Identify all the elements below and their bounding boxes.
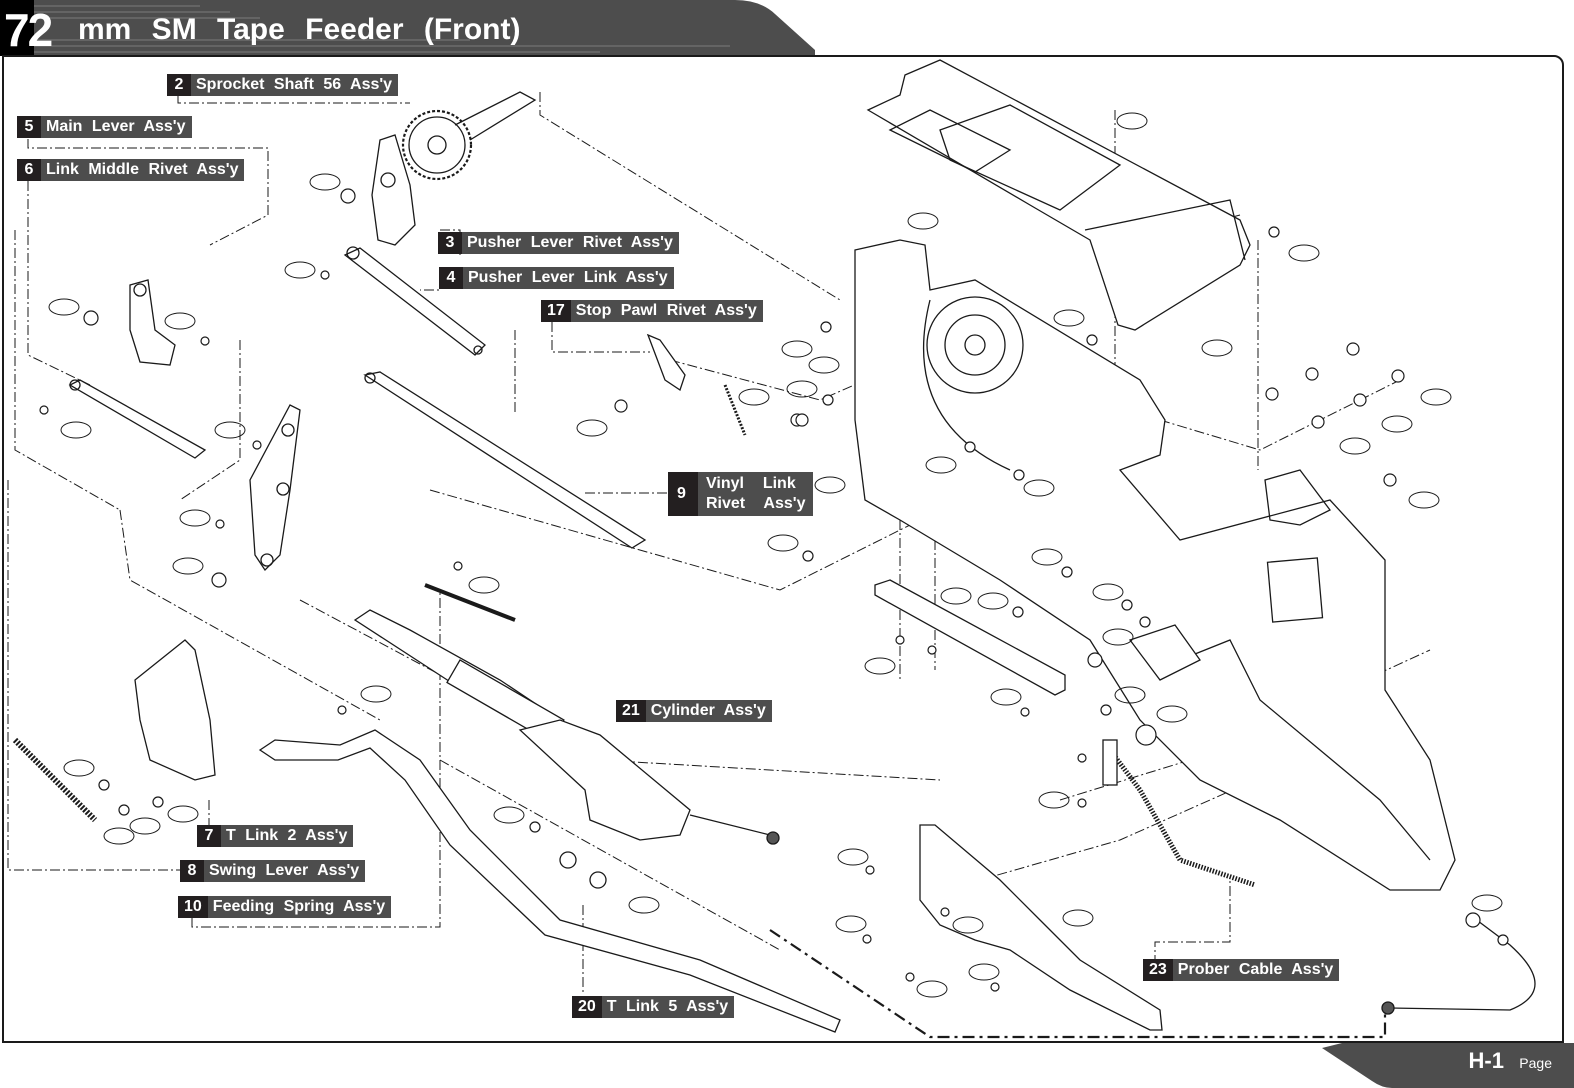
callout-prober-cable-assy[interactable]: 23 Prober Cable Ass'y [1143,959,1340,981]
cylinder-part [353,583,691,841]
prober-cable-part [1108,748,1256,888]
callout-text: Swing Lever Ass'y [204,860,366,882]
callout-text: Pusher Lever Rivet Ass'y [462,232,679,254]
page-number: H-1 [1468,1048,1504,1073]
callout-number: 20 [572,996,602,1018]
callout-text: Main Lever Ass'y [41,116,192,138]
callout-t-link-5-assy[interactable]: 20 T Link 5 Ass'y [572,996,735,1018]
main-lever-part [129,279,176,366]
top-cover-part [866,59,1251,331]
callout-number: 8 [180,860,204,882]
bottom-plate-part [919,824,1163,1031]
callout-number: 4 [439,267,463,289]
main-frame-part [854,239,1456,891]
callout-stop-pawl-rivet-assy[interactable]: 17 Stop Pawl Rivet Ass'y [541,300,763,322]
callout-text: Vinyl Link Rivet Ass'y [698,472,814,516]
callout-number: 2 [167,74,191,96]
callout-pusher-lever-link-assy[interactable]: 4 Pusher Lever Link Ass'y [439,267,674,289]
callout-t-link-2-assy[interactable]: 7 T Link 2 Ass'y [197,825,354,847]
callout-number: 10 [178,896,208,918]
callout-text: T Link 2 Ass'y [221,825,354,847]
callout-sprocket-shaft-56-assy[interactable]: 2 Sprocket Shaft 56 Ass'y [167,74,399,96]
callout-text: Sprocket Shaft 56 Ass'y [191,74,399,96]
t-link-5-part [258,729,841,1033]
pusher-link-part [343,247,486,356]
callout-text: Link Middle Rivet Ass'y [41,159,245,181]
callout-main-lever-assy[interactable]: 5 Main Lever Ass'y [17,116,192,138]
callout-text: Prober Cable Ass'y [1172,959,1340,981]
callout-text: Stop Pawl Rivet Ass'y [570,300,763,322]
callout-text: Feeding Spring Ass'y [207,896,392,918]
header-banner [0,0,815,56]
callout-text: Pusher Lever Link Ass'y [463,267,674,289]
callout-pusher-lever-rivet-assy[interactable]: 3 Pusher Lever Rivet Ass'y [438,232,679,254]
page-title: mm SM Tape Feeder (Front) [78,13,521,46]
callout-number: 17 [541,300,571,322]
callout-feeding-spring-assy[interactable]: 10 Feeding Spring Ass'y [178,896,392,918]
callout-number: 6 [17,159,41,181]
pusher-lever-part [371,134,416,246]
callout-text: Cylinder Ass'y [645,700,772,722]
page-header: 72 mm SM Tape Feeder (Front) [0,0,820,56]
screws [39,188,1509,992]
page-label: Page [1519,1055,1552,1071]
feeder-size-number: 72 [4,4,53,56]
callout-cylinder-assy[interactable]: 21 Cylinder Ass'y [616,700,772,722]
callout-text: T Link 5 Ass'y [601,996,735,1018]
callout-vinyl-link-rivet-assy[interactable]: 9 Vinyl Link Rivet Ass'y [668,472,814,516]
callout-number: 3 [438,232,462,254]
callout-number: 7 [197,825,221,847]
sprocket-part [401,91,537,181]
callout-number: 23 [1143,959,1173,981]
callout-link-middle-rivet-assy[interactable]: 6 Link Middle Rivet Ass'y [17,159,245,181]
t-link-2-part [134,639,216,781]
part-number-bubbles [48,112,1503,998]
callout-number: 9 [668,472,698,516]
diagram-frame [2,55,1564,1043]
page-footer-tab [1322,1043,1574,1088]
callout-number: 5 [17,116,41,138]
callout-number: 21 [616,700,646,722]
callout-swing-lever-assy[interactable]: 8 Swing Lever Ass'y [180,860,366,882]
